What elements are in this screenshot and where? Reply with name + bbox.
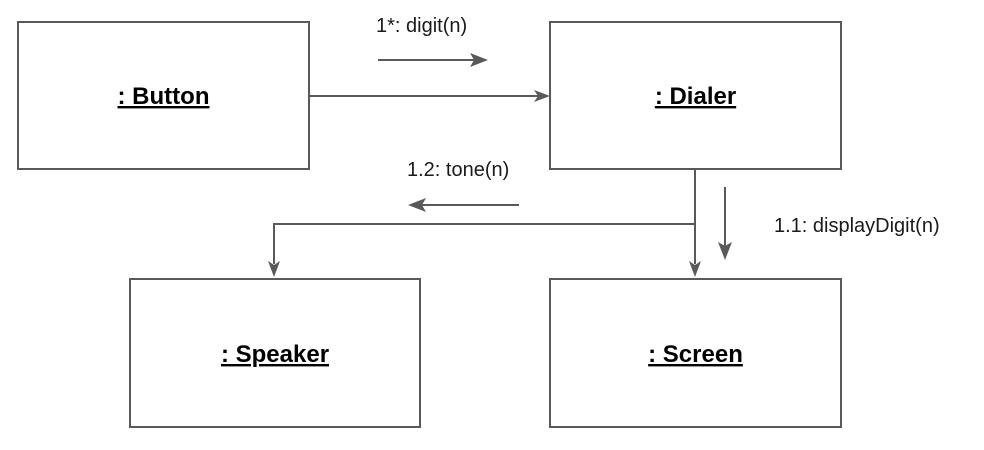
display-digit-message-label: 1.1: displayDigit(n) (774, 215, 940, 237)
object-screen: : Screen (549, 278, 842, 428)
object-button-label: : Button (118, 83, 210, 110)
tone-message-label: 1.2: tone(n) (407, 159, 509, 181)
object-screen-label: : Screen (648, 341, 743, 368)
object-speaker-label: : Speaker (221, 341, 329, 368)
object-button-box (17, 21, 310, 170)
link-button-dialer-arrowhead (534, 90, 550, 102)
link-dialer-screen-arrowhead (689, 261, 701, 277)
object-dialer-box (549, 21, 842, 170)
links (268, 90, 701, 277)
message-arrows (378, 53, 732, 260)
digit-message-arrowhead (470, 53, 488, 67)
object-button: : Button (17, 21, 310, 170)
link-dialer-speaker (273, 223, 695, 264)
link-dialer-speaker-arrowhead (268, 261, 280, 277)
display-digit-message-arrowhead (718, 242, 732, 260)
object-speaker: : Speaker (129, 278, 421, 428)
object-dialer-label: : Dialer (655, 83, 736, 110)
object-screen-box (549, 278, 842, 428)
message-labels: 1*: digit(n) 1.2: tone(n) 1.1: displayDi… (376, 15, 940, 237)
object-dialer: : Dialer (549, 21, 842, 170)
tone-message-arrowhead (408, 198, 426, 212)
digit-message-label: 1*: digit(n) (376, 15, 467, 37)
object-speaker-box (129, 278, 421, 428)
